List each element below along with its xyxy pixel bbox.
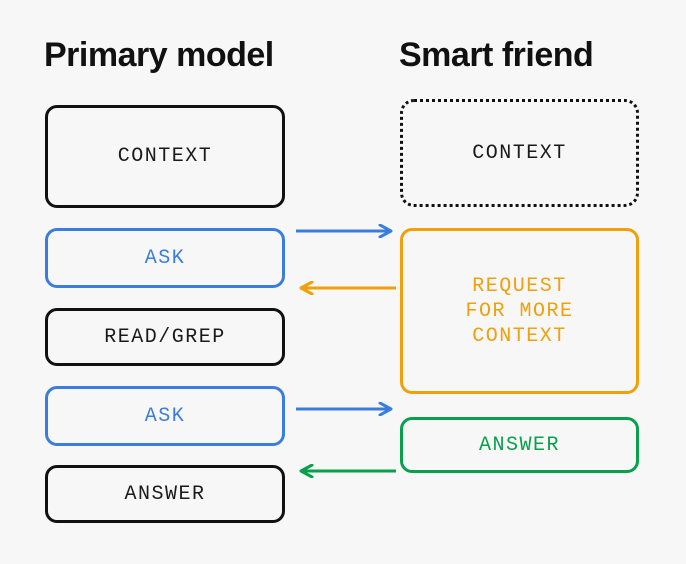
node-context-smart-friend: CONTEXT — [400, 99, 639, 207]
node-ask-first: ASK — [45, 228, 285, 288]
node-answer-primary: ANSWER — [45, 465, 285, 523]
node-context-primary: CONTEXT — [45, 105, 285, 208]
column-heading-primary-model: Primary model — [44, 36, 274, 74]
node-ask-second: ASK — [45, 386, 285, 446]
node-answer-smart-friend: ANSWER — [400, 417, 639, 473]
arrow-ask-to-smart-friend-2 — [296, 402, 396, 416]
node-request-for-more-context: REQUEST FOR MORE CONTEXT — [400, 228, 639, 394]
arrow-ask-to-smart-friend-1 — [296, 224, 396, 238]
node-read-grep: READ/GREP — [45, 308, 285, 366]
column-heading-smart-friend: Smart friend — [399, 36, 594, 74]
arrow-request-more-context-to-primary — [296, 281, 396, 295]
arrow-answer-to-primary — [296, 464, 396, 478]
